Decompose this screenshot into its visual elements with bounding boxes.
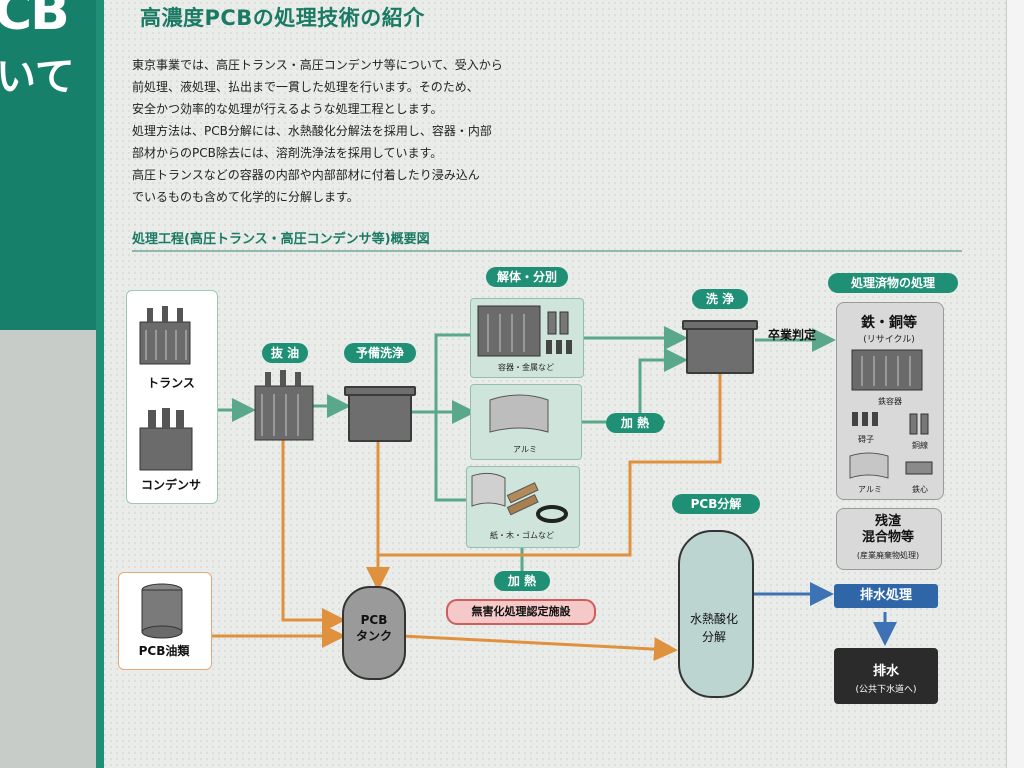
dismantle-pill: 解体・分別 (486, 267, 568, 287)
dismantle-paper-label: 紙・木・ゴムなど (490, 531, 554, 540)
graduation-label: 卒業判定 (767, 328, 816, 342)
intro-text: 東京事業では、高圧トランス・高圧コンデンサ等について、受入から 前処理、液処理、… (132, 54, 552, 208)
pcb-oil-label: PCB油類 (138, 644, 190, 658)
intro-line: 安全かつ効率的な処理が行えるような処理工程とします。 (132, 102, 443, 116)
flow-prewash-to-paper (434, 412, 466, 502)
outputs-header-pill: 処理済物の処理 (828, 273, 958, 293)
wastewater-treatment-badge: 排水処理 (834, 584, 938, 608)
left-banner: CB いて (0, 0, 96, 330)
pcb-tank (342, 586, 406, 680)
residue-label: 残渣 混合物等 (861, 514, 914, 545)
wastewater-box (834, 648, 938, 704)
heat-pill-lower: 加 熱 (494, 571, 550, 591)
page-title: 高濃度PCBの処理技術の紹介 (140, 6, 425, 30)
pcb-tank-label: PCB タンク (355, 613, 392, 643)
heat-pill-upper: 加 熱 (606, 413, 664, 433)
aluminum-output-label: アルミ (858, 485, 882, 494)
prewash-pill: 予備洗浄 (344, 343, 416, 363)
residue-box (836, 508, 942, 570)
section-divider (132, 250, 962, 252)
capacitor-label: コンデンサ (140, 478, 201, 492)
wash-pill: 洗 浄 (692, 289, 748, 309)
flow-prewash-to-dismantle (434, 333, 470, 412)
intro-line: 前処理、液処理、払出まで一貫した処理を行います。そのため、 (132, 80, 479, 94)
dismantle-aluminum-label: アルミ (513, 445, 537, 454)
intro-line: 部材からのPCB除去には、溶剤洗浄法を採用しています。 (132, 146, 443, 160)
hydrothermal-reactor (678, 530, 754, 698)
wash-lid (682, 320, 758, 330)
wastewater-label: 排水 (872, 664, 899, 679)
iron-copper-label: 鉄・銅等 (861, 315, 917, 331)
flow-drain-to-tank (281, 440, 346, 632)
iron-container-label: 鉄容器 (878, 397, 902, 406)
intro-line: 処理方法は、PCB分解には、水熱酸化分解法を採用し、容器・内部 (132, 124, 492, 138)
harmless-facility-badge: 無害化処理認定施設 (446, 599, 596, 625)
flow-wash-return (378, 372, 722, 557)
wastewater-sublabel: (公共下水道へ) (855, 685, 917, 695)
left-banner-subtitle: いて (0, 54, 75, 100)
intro-line: でいるものも含めて化学的に分解します。 (132, 190, 359, 204)
hydrothermal-label: 水熱酸化 分解 (689, 612, 738, 644)
left-banner-title: CB (0, 0, 70, 42)
left-light-panel (0, 330, 96, 768)
residue-sublabel: (産業廃棄物処理) (856, 551, 920, 560)
dismantle-metal-label: 容器・金属など (498, 363, 554, 372)
flow-tank-to-decomp (401, 634, 678, 662)
pcb-decomp-pill: PCB分解 (672, 494, 760, 514)
right-edge (1006, 0, 1024, 768)
intro-line: 高圧トランスなどの容器の内部や内部部材に付着したり浸み込ん (132, 168, 480, 182)
panel-stripe (96, 0, 104, 768)
drain-pill: 抜 油 (262, 343, 308, 363)
iron-core-label: 鉄心 (912, 485, 928, 494)
intro-line: 東京事業では、高圧トランス・高圧コンデンサ等について、受入から (132, 58, 503, 72)
copper-wire-label: 銅線 (912, 441, 928, 450)
recycle-label: (リサイクル) (863, 335, 915, 345)
transformer-label: トランス (147, 376, 195, 390)
section-title: 処理工程(高圧トランス・高圧コンデンサ等)概要図 (132, 232, 430, 247)
insulator-label: 碍子 (858, 435, 874, 444)
prewash-lid (344, 386, 416, 396)
